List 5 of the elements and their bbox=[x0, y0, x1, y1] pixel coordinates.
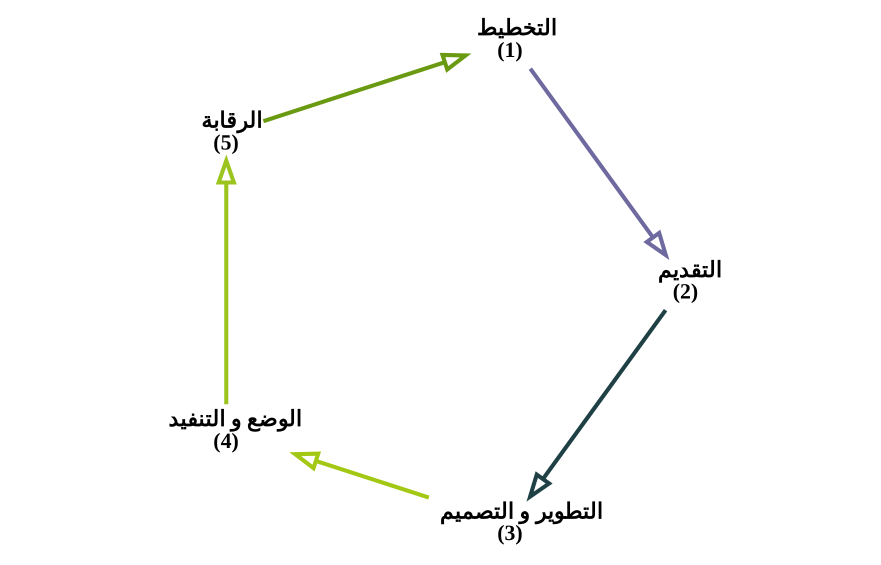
arrow bbox=[528, 67, 669, 260]
arrow bbox=[262, 52, 471, 124]
arrow bbox=[288, 452, 429, 500]
arrow bbox=[215, 154, 236, 404]
arrow bbox=[526, 309, 667, 502]
